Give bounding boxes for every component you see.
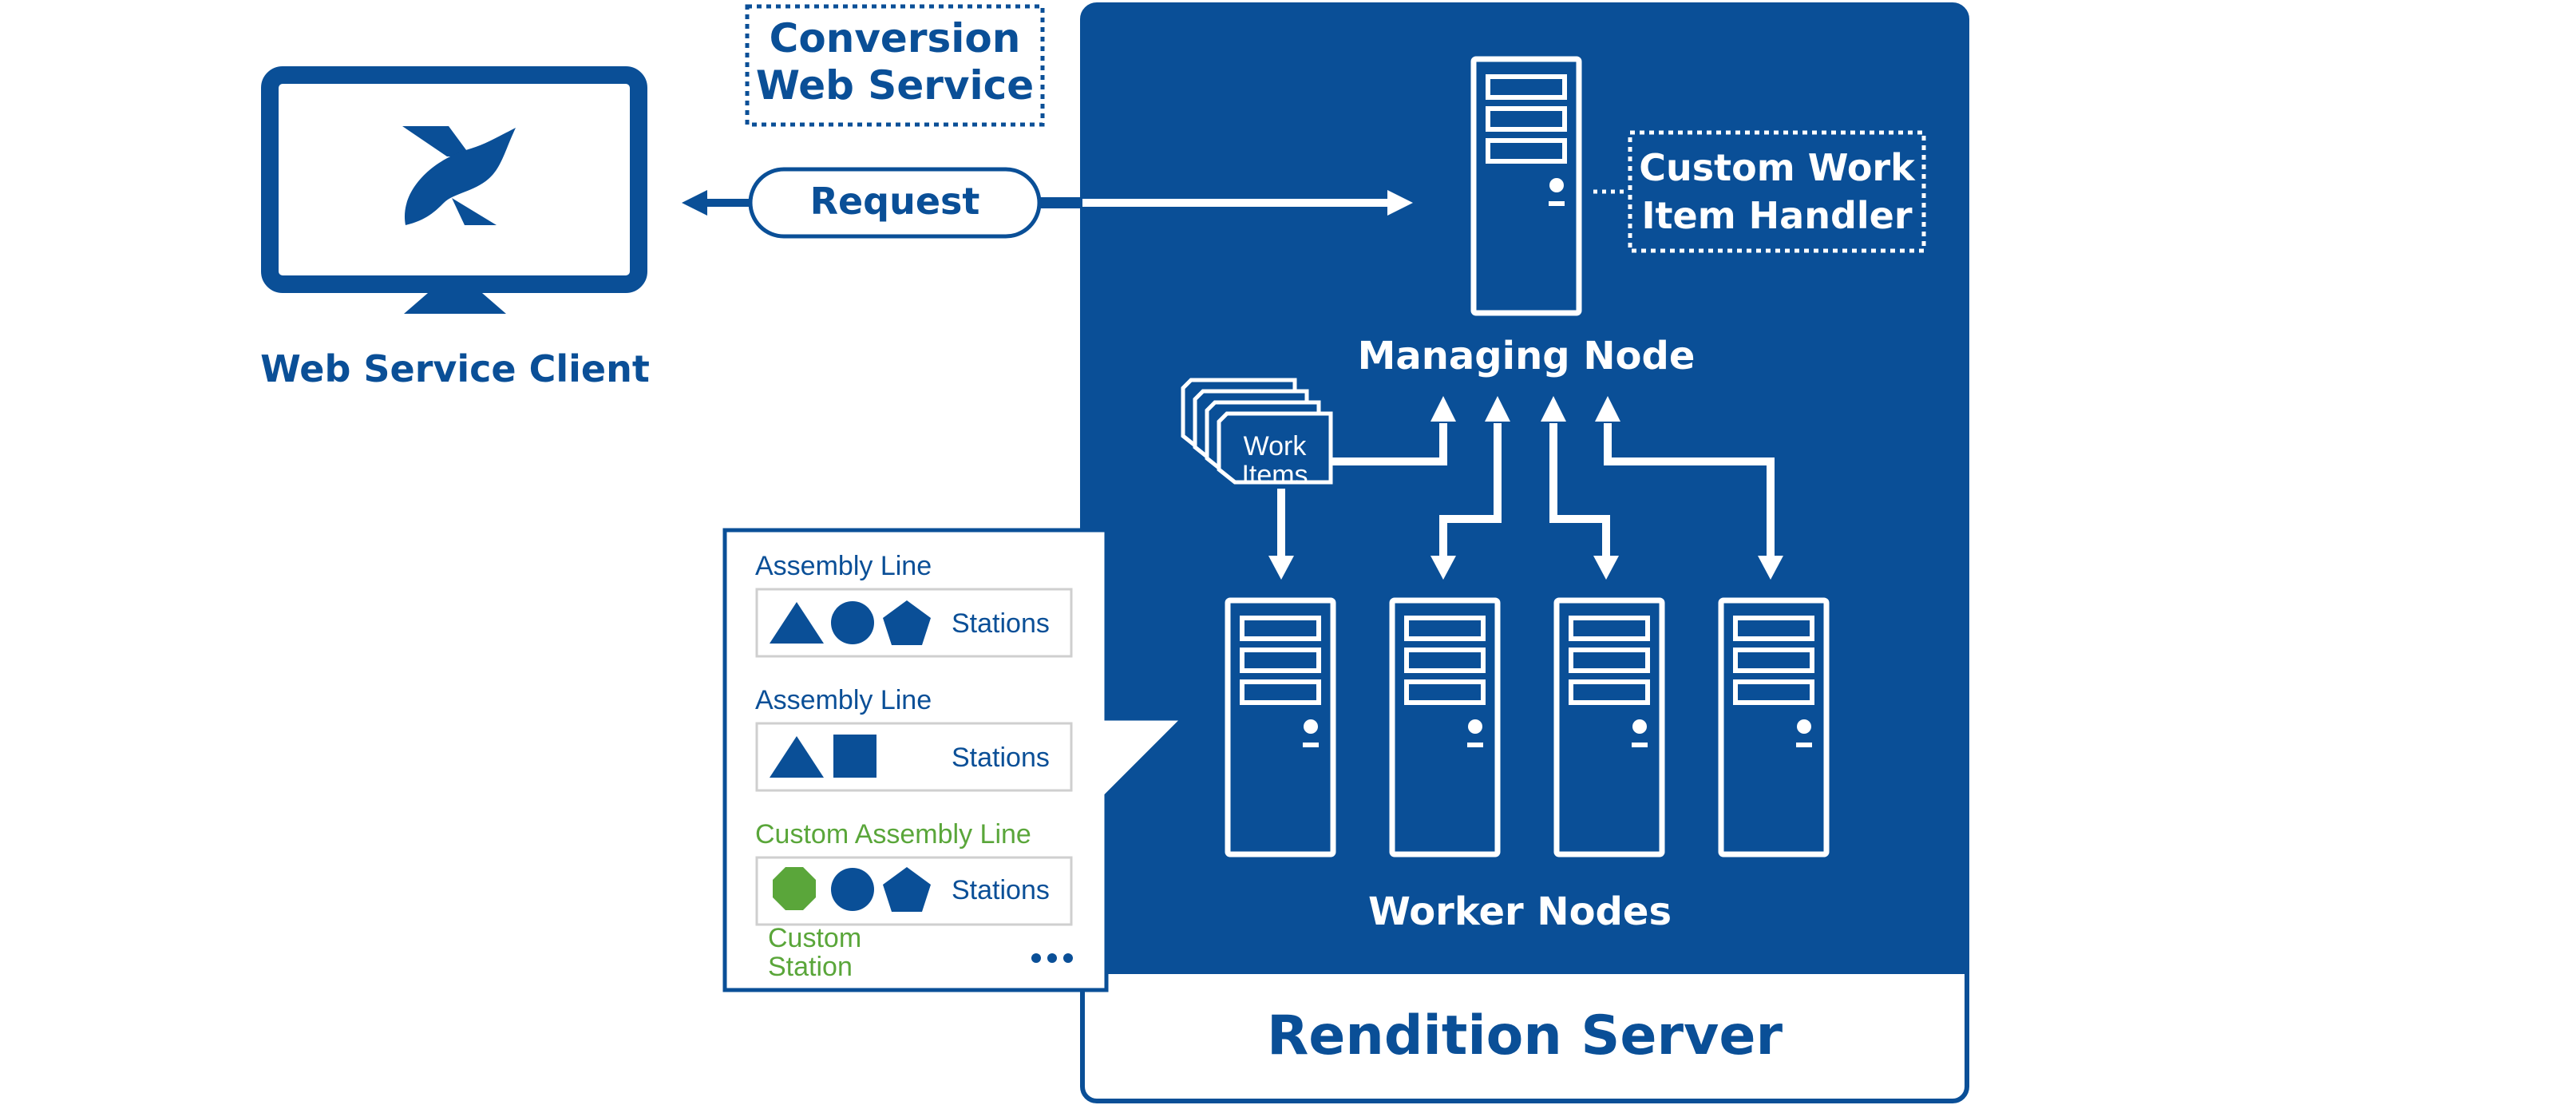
assembly-line-1-title: Assembly Line [755, 551, 932, 581]
work-items-line1: Work [1244, 431, 1308, 461]
web-service-client-label: Web Service Client [260, 347, 650, 390]
triangle-station-icon [770, 602, 824, 644]
work-items: Work Items [1183, 380, 1331, 490]
request-arrow: Request [682, 167, 1413, 239]
worker-nodes-label: Worker Nodes [1368, 889, 1672, 934]
assembly-line-2-stations: Stations [952, 743, 1050, 773]
pentagon-station-icon [883, 867, 931, 912]
managing-node: Custom Work Item Handler Managing Node [1358, 59, 1926, 378]
triangle-station-icon [770, 736, 824, 778]
custom-assembly-line-title: Custom Assembly Line [755, 819, 1031, 850]
rendition-server-box: Rendition Server [1080, 2, 1969, 1103]
ellipsis-icon [1031, 953, 1073, 963]
circle-station-icon [831, 868, 874, 911]
work-items-line2: Items [1241, 460, 1308, 490]
managing-node-label: Managing Node [1358, 334, 1696, 378]
request-label: Request [810, 180, 980, 223]
conversion-service-line2: Web Service [756, 62, 1034, 109]
square-station-icon [833, 735, 876, 778]
custom-handler-line1: Custom Work [1639, 146, 1916, 189]
worker-nodes: Worker Nodes [1228, 600, 1826, 934]
accusoft-logo-icon [402, 126, 516, 225]
custom-station-line1: Custom [768, 923, 861, 953]
pentagon-station-icon [883, 600, 931, 645]
rendition-server-label: Rendition Server [1267, 1004, 1783, 1067]
custom-assembly-line-stations: Stations [952, 875, 1050, 905]
web-service-client: Web Service Client [260, 66, 650, 390]
assembly-line-2-title: Assembly Line [755, 685, 932, 715]
conversion-service-line1: Conversion [770, 15, 1021, 61]
custom-handler-line2: Item Handler [1641, 194, 1912, 237]
custom-station-line2: Station [768, 952, 853, 982]
distribution-arrows [1277, 423, 1775, 557]
conversion-web-service-label: Conversion Web Service [745, 4, 1045, 127]
octagon-custom-station-icon [773, 867, 816, 910]
assembly-line-1-stations: Stations [952, 608, 1050, 639]
monitor-stand-icon [404, 293, 506, 314]
arrowheads [1268, 396, 1783, 580]
circle-station-icon [831, 601, 874, 644]
assembly-line-callout: Assembly Line Stations Assembly Line Sta… [722, 528, 1189, 992]
